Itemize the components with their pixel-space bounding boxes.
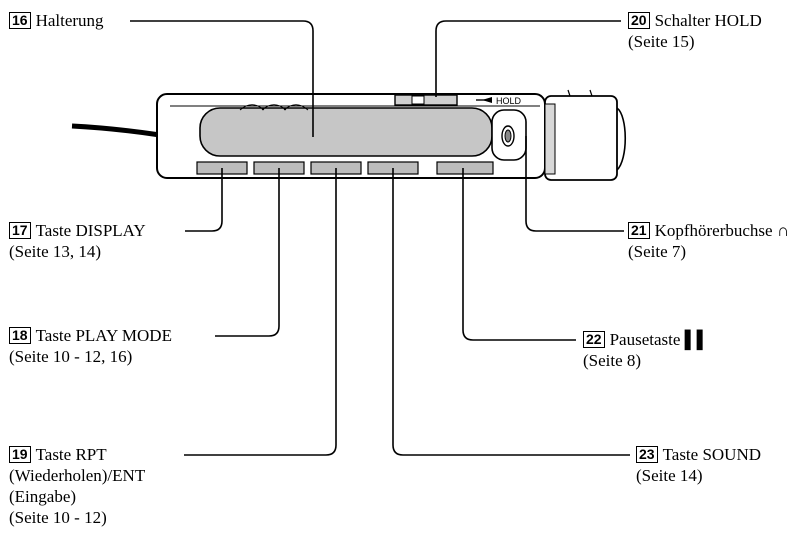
callout-number: 17	[9, 222, 31, 239]
callout-subtext: (Seite 14)	[636, 466, 703, 485]
callout-subtext: (Seite 10 - 12)	[9, 508, 107, 527]
hold-switch	[394, 94, 458, 106]
display-window	[199, 107, 493, 157]
callout-number: 20	[628, 12, 650, 29]
callout-text: Halterung	[35, 11, 104, 30]
callout-text: Pausetaste ▌▌	[609, 330, 709, 349]
leader-lines	[130, 20, 630, 456]
callout-number: 21	[628, 222, 650, 239]
callout-number: 22	[583, 331, 605, 348]
callout-subtext: (Seite 13, 14)	[9, 242, 102, 261]
callout-subtext: (Eingabe)	[9, 487, 77, 506]
callout-subtext: (Seite 15)	[628, 32, 695, 51]
callout-subtext: (Seite 8)	[583, 351, 642, 370]
callout-subtext: (Seite 10 - 12, 16)	[9, 347, 133, 366]
hold-engraving: HOLD	[496, 96, 522, 106]
callout-text: Taste DISPLAY	[35, 221, 146, 240]
pause-button	[436, 161, 494, 175]
callout-subtext: (Seite 7)	[628, 242, 687, 261]
button-row	[196, 161, 494, 175]
callout-number: 18	[9, 327, 31, 344]
callout-number: 23	[636, 446, 658, 463]
callout-number: 19	[9, 446, 31, 463]
callout-subtext: (Wiederholen)/ENT	[9, 466, 146, 485]
cable	[71, 123, 161, 138]
clip	[544, 89, 626, 181]
callout-text: Taste SOUND	[662, 445, 762, 464]
callout-text: Schalter HOLD	[654, 11, 762, 30]
callout-text: Taste PLAY MODE	[35, 326, 172, 345]
callout-text: Taste RPT	[35, 445, 107, 464]
callout-text: Kopfhörerbuchse ∩	[654, 221, 790, 240]
callout-number: 16	[9, 12, 31, 29]
